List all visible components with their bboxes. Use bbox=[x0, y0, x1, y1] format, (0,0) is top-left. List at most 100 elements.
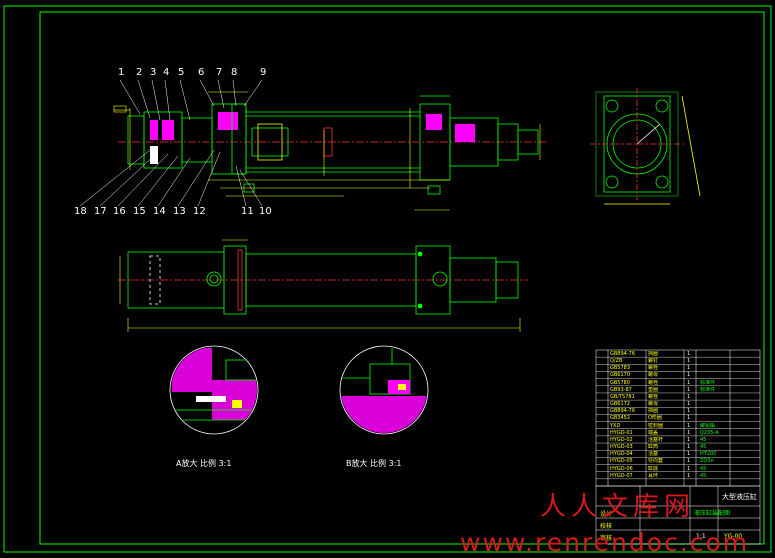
bom-cell: HYGD-05 bbox=[610, 458, 633, 465]
title-block-row-design: 设计 bbox=[600, 511, 613, 518]
bom-cell: 螺母 bbox=[648, 372, 659, 379]
bom-cell: 1 bbox=[687, 393, 691, 400]
watermark-url: www.renrendoc.com bbox=[460, 528, 750, 557]
title-block-scale: 1:1 bbox=[696, 533, 706, 540]
bom-cell: 1 bbox=[687, 451, 691, 458]
bom-cell: 螺栓 bbox=[648, 393, 659, 400]
bom-cell: 45 bbox=[700, 444, 707, 451]
bom-cell: O形圈 bbox=[648, 415, 662, 422]
bom-cell: 1 bbox=[687, 351, 691, 357]
bom-cell: 聚氨酯 bbox=[700, 422, 716, 429]
bom-cell: 1 bbox=[687, 358, 691, 365]
detail-a-caption: A放大 比例 3:1 bbox=[176, 459, 232, 468]
bom-cell: HYGD-04 bbox=[610, 451, 633, 458]
callout-14: 14 bbox=[153, 206, 166, 217]
bom-cell: 45 bbox=[700, 465, 707, 472]
bom-cell: 45 bbox=[700, 472, 707, 479]
bom-cell: HYGD-03 bbox=[610, 444, 633, 451]
bom-cell: 螺栓 bbox=[648, 365, 659, 372]
bom-cell: 1 bbox=[687, 436, 691, 443]
title-block bbox=[595, 485, 761, 545]
bom-cell: 1 bbox=[687, 465, 691, 472]
bom-cell: 挡圈 bbox=[648, 351, 659, 357]
detail-a bbox=[169, 345, 259, 435]
bom-cell: GB6172 bbox=[610, 401, 631, 408]
bom-cell: 1 bbox=[687, 415, 691, 422]
callout-2: 2 bbox=[136, 67, 143, 78]
callout-3: 3 bbox=[150, 67, 157, 78]
title-block-title: 大型液压缸 bbox=[722, 493, 757, 501]
callout-12: 12 bbox=[193, 206, 206, 217]
callout-13: 13 bbox=[173, 206, 186, 217]
bom-cell: 活塞 bbox=[648, 451, 659, 458]
bom-cell: YXD bbox=[610, 422, 621, 429]
section-view-top bbox=[118, 95, 548, 195]
bom-cell: 1 bbox=[687, 458, 691, 465]
bom-cell: 1 bbox=[687, 472, 691, 479]
callout-1: 1 bbox=[118, 67, 125, 78]
bom-cell: 1 bbox=[687, 444, 691, 451]
title-block-row-review: 审核 bbox=[600, 535, 613, 542]
bom-cell: Q235-A bbox=[700, 429, 719, 436]
bom-cell: 1 bbox=[687, 365, 691, 372]
bom-cell: HT200 bbox=[700, 451, 717, 458]
bom-cell: 45 bbox=[700, 436, 707, 443]
end-view bbox=[590, 88, 701, 205]
bom-cell: Q/ZB bbox=[610, 358, 623, 365]
bom-cell: ZQSn bbox=[700, 458, 714, 465]
callout-6: 6 bbox=[198, 67, 205, 78]
bom-cell: 1 bbox=[687, 401, 691, 408]
bom-cell: GB5783 bbox=[610, 365, 631, 372]
bom-cell: GB93-87 bbox=[610, 386, 632, 393]
detail-b bbox=[339, 345, 429, 435]
leader-lines bbox=[79, 79, 263, 207]
bom-cell: 1 bbox=[687, 379, 691, 386]
callout-15: 15 bbox=[133, 206, 146, 217]
bom-cell: 螺母 bbox=[648, 401, 659, 408]
bom-cell: HYGD-06 bbox=[610, 465, 633, 472]
bom-cell: 耳环 bbox=[648, 472, 659, 479]
bom-cell: GB894-76 bbox=[610, 408, 636, 415]
bom-cell: GB5780 bbox=[610, 379, 631, 386]
plan-view bbox=[118, 245, 528, 315]
plan-dimensions bbox=[119, 239, 521, 332]
bom-cell: 1 bbox=[687, 429, 691, 436]
bom-cell: 导向套 bbox=[648, 458, 664, 465]
callout-11: 11 bbox=[241, 206, 254, 217]
bom-cell: 1 bbox=[687, 386, 691, 393]
bom-cell: HYGD-07 bbox=[610, 472, 633, 479]
callout-10: 10 bbox=[259, 206, 272, 217]
title-block-subtitle: 液压缸装配图 bbox=[694, 510, 731, 517]
callout-7: 7 bbox=[216, 67, 223, 78]
callout-16: 16 bbox=[113, 206, 126, 217]
bom-cell: 1 bbox=[687, 408, 691, 415]
callout-4: 4 bbox=[163, 67, 170, 78]
bom-row-lines bbox=[596, 356, 760, 480]
bom-cell: 1 bbox=[687, 372, 691, 379]
bom-cell: GB894-76 bbox=[610, 351, 636, 357]
bom-cell: 端盖 bbox=[648, 429, 659, 436]
bom-cell: 挡圈 bbox=[648, 408, 659, 415]
bom-cell: 1 bbox=[687, 422, 691, 429]
bom-cell: 螺钉 bbox=[648, 358, 659, 365]
bom-cell: GB/T5781 bbox=[610, 393, 635, 400]
bom-cell: 密封圈 bbox=[648, 422, 664, 429]
outer-frame bbox=[3, 5, 772, 553]
callout-5: 5 bbox=[178, 67, 185, 78]
callout-8: 8 bbox=[231, 67, 238, 78]
inner-frame bbox=[39, 11, 765, 545]
bom-cell: HYGD-01 bbox=[610, 429, 633, 436]
bom-cell: 螺栓 bbox=[648, 379, 659, 386]
bom-cell: 缸底 bbox=[648, 465, 659, 472]
bom-cell: 垫圈 bbox=[648, 386, 659, 393]
detail-b-caption: B放大 比例 3:1 bbox=[346, 459, 402, 468]
watermark-cn: 人人文库网 bbox=[540, 492, 696, 522]
bom-cell: 活塞杆 bbox=[648, 436, 664, 443]
bom-cell: 缸筒 bbox=[648, 444, 659, 451]
bom-cell: HYGD-02 bbox=[610, 436, 633, 443]
callout-9: 9 bbox=[260, 67, 267, 78]
dimensions-top bbox=[113, 91, 541, 211]
callout-17: 17 bbox=[94, 206, 107, 217]
title-block-drawing-no: YG-00 bbox=[724, 533, 743, 540]
